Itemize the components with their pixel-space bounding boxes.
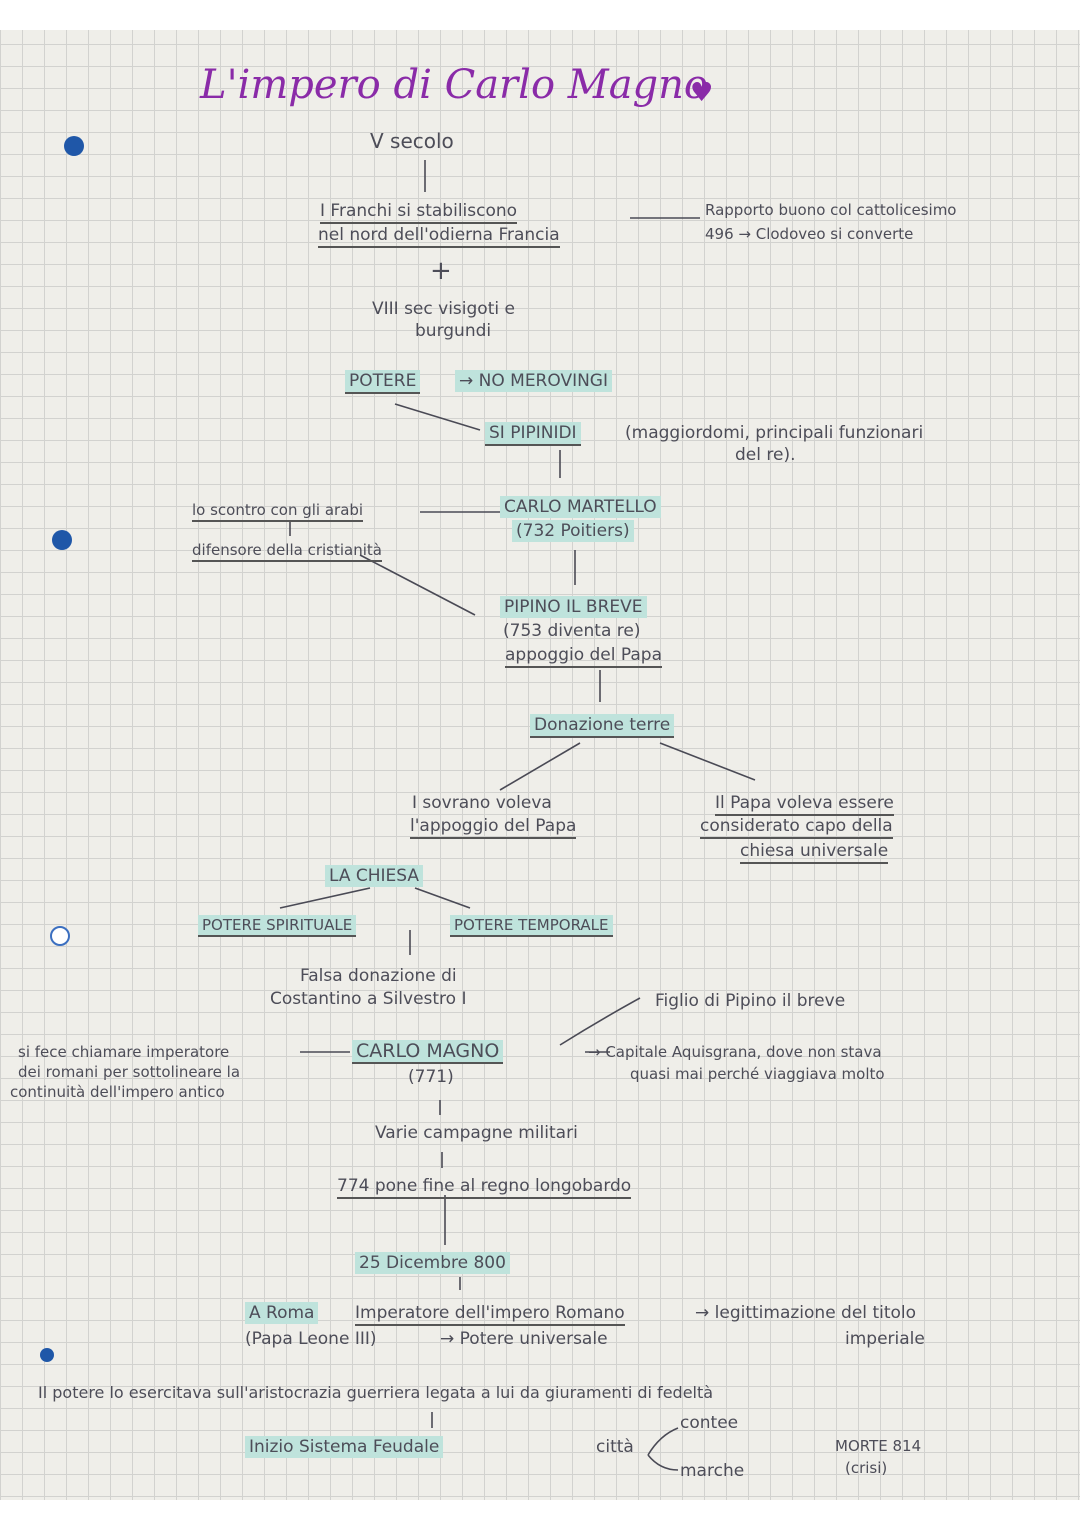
capital-aachen-1: → Capitale Aquisgrana, dove non stava: [588, 1043, 882, 1061]
counties-label: contee: [680, 1413, 739, 1433]
pipino-il-breve: PIPINO IL BREVE: [500, 596, 647, 618]
land-donation: Donazione terre: [530, 714, 675, 738]
plus-sign: +: [430, 256, 452, 286]
legitimation-1: → legittimazione del titolo: [695, 1303, 917, 1323]
majordomo-line2: del re).: [735, 445, 796, 465]
christmas-800: 25 Dicembre 800: [355, 1252, 510, 1274]
roman-emperor: Imperatore dell'impero Romano: [355, 1302, 625, 1326]
visigoths-line2: burgundi: [415, 321, 492, 341]
visigoths-line1: VIII sec visigoti e: [372, 299, 515, 319]
carlo-martello: CARLO MARTELLO: [500, 496, 661, 518]
defender-of-christianity: difensore della cristianità: [192, 540, 382, 562]
capital-aachen-2: quasi mai perché viaggiava molto: [630, 1065, 885, 1083]
yes-pippinids: SI PIPINIDI: [485, 422, 581, 446]
binder-hole: [64, 136, 84, 156]
binder-hole: [52, 530, 72, 550]
emperor-note-1: si fece chiamare imperatore: [18, 1043, 230, 1061]
sovereign-wanted-1: I sovrano voleva: [412, 793, 552, 813]
son-of-pipino: Figlio di Pipino il breve: [655, 991, 846, 1011]
end-lombard-kingdom: 774 pone fine al regno longobardo: [337, 1175, 632, 1199]
pope-wanted-1: Il Papa voleva essere: [715, 792, 894, 816]
franks-settle: I Franchi si stabiliscono: [320, 200, 518, 224]
the-church: LA CHIESA: [325, 865, 424, 887]
carlo-magno: CARLO MAGNO: [352, 1040, 504, 1064]
bottom-margin: [0, 1500, 1080, 1527]
pope-wanted-3: chiesa universale: [740, 840, 889, 864]
page-title: L'impero di Carlo Magno: [200, 62, 709, 108]
power-exercised: Il potere lo esercitava sull'aristocrazi…: [38, 1383, 714, 1402]
false-donation-2: Costantino a Silvestro I: [270, 989, 467, 1009]
heart-icon: ♥: [690, 78, 714, 108]
century-label: V secolo: [370, 129, 454, 153]
legitimation-2: imperiale: [845, 1329, 925, 1349]
poitiers-732: (732 Poitiers): [512, 520, 634, 542]
in-rome: A Roma: [245, 1302, 319, 1324]
death-814: MORTE 814: [835, 1437, 922, 1455]
universal-power: → Potere universale: [440, 1329, 608, 1349]
emperor-note-2: dei romani per sottolineare la: [18, 1063, 241, 1081]
power-label: POTERE: [345, 370, 421, 394]
catholic-relation: Rapporto buono col cattolicesimo: [705, 201, 957, 219]
temporal-power: POTERE TEMPORALE: [450, 915, 613, 937]
franks-region: nel nord dell'odierna Francia: [318, 224, 560, 248]
sovereign-wanted-2: l'appoggio del Papa: [410, 815, 577, 839]
binder-hole: [40, 1348, 54, 1362]
pope-wanted-2: considerato capo della: [700, 815, 893, 839]
crisis-label: (crisi): [845, 1459, 888, 1477]
top-margin: [0, 0, 1080, 30]
military-campaigns: Varie campagne militari: [375, 1123, 578, 1143]
no-merovingians: → NO MEROVINGI: [455, 370, 612, 392]
false-donation-1: Falsa donazione di: [300, 966, 457, 986]
pope-support: appoggio del Papa: [505, 644, 663, 668]
binder-hole: [50, 926, 70, 946]
pope-leo-iii: (Papa Leone III): [245, 1329, 377, 1349]
becomes-king-753: (753 diventa re): [503, 621, 641, 641]
spiritual-power: POTERE SPIRITUALE: [198, 915, 357, 937]
year-771: (771): [408, 1067, 454, 1087]
majordomo-line1: (maggiordomi, principali funzionari: [625, 423, 924, 443]
clovis-conversion: 496 → Clodoveo si converte: [705, 225, 914, 243]
clash-with-arabs: lo scontro con gli arabi: [192, 500, 364, 522]
feudal-system: Inizio Sistema Feudale: [245, 1436, 444, 1458]
marches-label: marche: [680, 1461, 745, 1481]
cities-label: città: [596, 1437, 634, 1457]
emperor-note-3: continuità dell'impero antico: [10, 1083, 225, 1101]
